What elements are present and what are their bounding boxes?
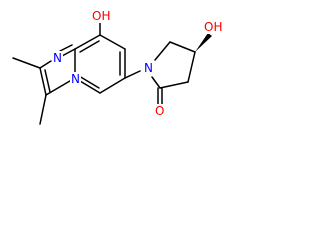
atom-n-imidazole: N [52,51,63,65]
bond-n1-c2 [39,60,52,69]
bond-ch2-choh [169,41,196,53]
molecule-diagram: OH N N N OH O [0,0,247,148]
bond-c8a-c8-inner [79,40,100,53]
atom-n-lactam: N [143,61,154,75]
bond-choh-ch2 [187,51,196,83]
bond-n-ch2 [154,41,171,61]
bond-carbonyl-n [151,76,161,89]
bond-c8-c7 [99,34,126,50]
atom-oh-pyridine: OH [91,9,112,23]
bond-c8a-n1 [61,48,76,57]
stereo-wedge-bond [195,33,212,52]
bond-c8a-c8 [74,34,101,50]
bond-c2-methyl [12,57,41,69]
atom-oh-pyrrolidine: OH [203,20,224,34]
bond-c6-c5 [99,77,126,94]
bond-c5-n4-inner [78,75,100,89]
atom-n-bridgehead: N [70,72,81,86]
atom-o-carbonyl: O [154,104,166,118]
bond-c6-n-lactam [124,70,141,79]
bond-c3-methyl [39,94,47,125]
bond-c8a-n1-inner [59,44,73,52]
bond-c2-c3 [39,67,47,96]
bond-c2-c3-inner [44,69,51,93]
bond-layer [12,22,212,125]
bond-ch2-carbonyl [159,81,189,89]
